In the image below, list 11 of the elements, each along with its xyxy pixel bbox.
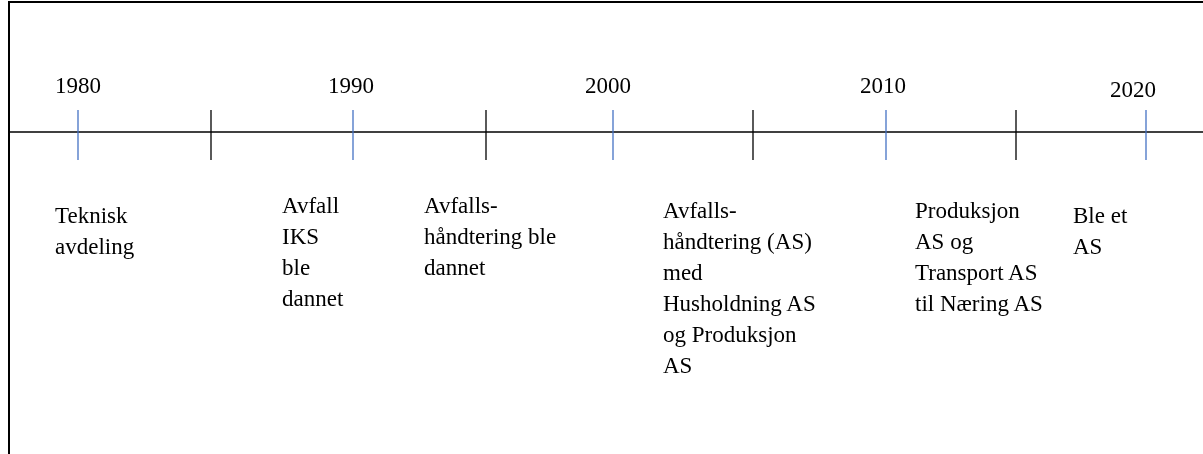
event-text: Ble et AS [1073,202,1129,261]
year-label: 2010 [860,72,906,100]
event-text: Produksjon AS og Transport AS til Næring AS [915,197,1044,318]
year-label: 2020 [1110,76,1156,104]
event-text: Teknisk avdeling [55,202,136,261]
year-label: 1990 [328,72,374,100]
event-text: Avfalls-håndtering ble dannet [424,192,558,282]
year-label: 2000 [585,72,631,100]
event-text: Avfall IKS ble dannet [282,192,345,313]
year-label: 1980 [55,72,101,100]
event-text: Avfalls-håndtering (AS) med Husholdning AS og Produksjon AS [663,197,817,380]
